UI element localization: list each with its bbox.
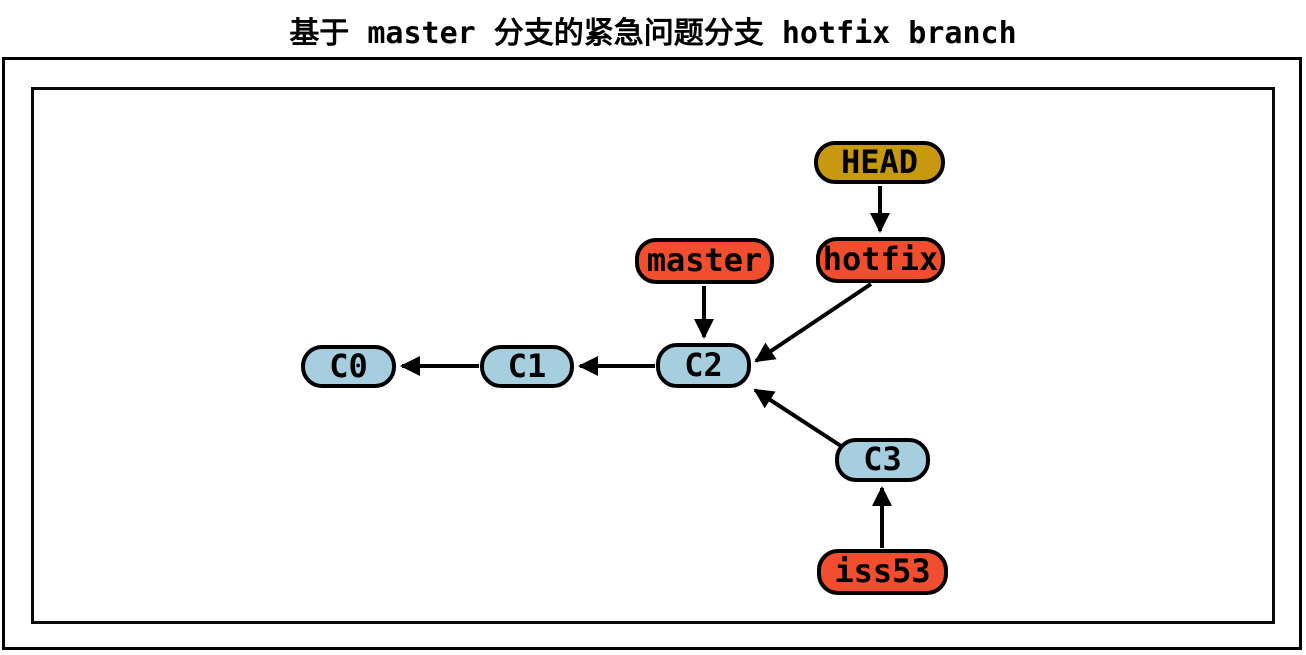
branch-node-hotfix: hotfix — [816, 237, 945, 283]
head-pointer-label: HEAD — [840, 142, 919, 181]
commit-label-c2: C2 — [684, 345, 723, 384]
commit-node-c2: C2 — [656, 343, 751, 388]
commit-node-c0: C0 — [301, 345, 396, 388]
commit-label-c0: C0 — [329, 346, 368, 385]
branch-label-iss53: iss53 — [834, 552, 931, 590]
commit-node-c1: C1 — [480, 345, 574, 388]
inner-frame — [31, 87, 1275, 624]
diagram-title: 基于 master 分支的紧急问题分支 hotfix branch — [289, 16, 1017, 51]
commit-label-c1: C1 — [507, 346, 547, 385]
outer-frame — [2, 57, 1302, 650]
branch-node-iss53: iss53 — [817, 549, 948, 595]
branch-label-master: master — [646, 241, 763, 279]
head-pointer-node: HEAD — [814, 141, 945, 184]
commit-node-c3: C3 — [835, 438, 930, 482]
branch-node-master: master — [635, 238, 774, 284]
commit-label-c3: C3 — [863, 440, 902, 478]
branch-label-hotfix: hotfix — [822, 240, 939, 278]
